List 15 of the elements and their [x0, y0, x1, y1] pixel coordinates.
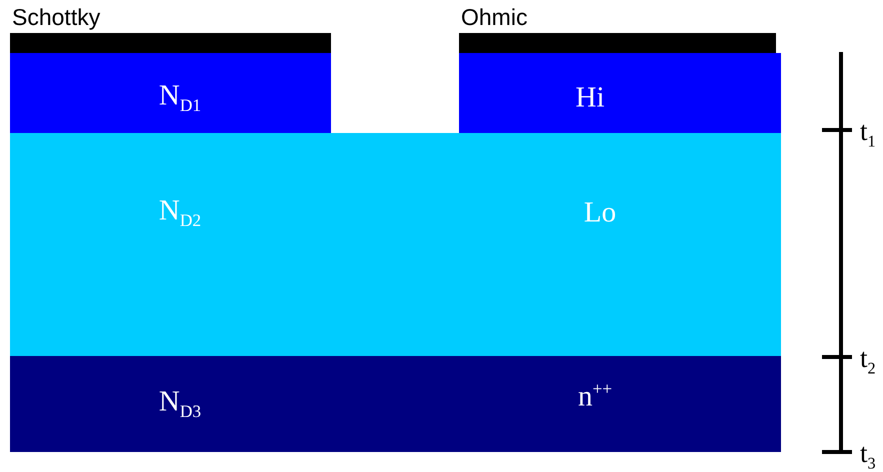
- semiconductor-layer: [10, 53, 331, 133]
- semiconductor-layer: [10, 133, 781, 356]
- contact-label: Schottky: [12, 6, 100, 29]
- layer-label: N$_{D1}$: [158, 81, 202, 115]
- layer-label: Hi: [576, 84, 604, 112]
- thickness-label: t$_{3}$: [860, 440, 876, 472]
- contact-label: Ohmic: [461, 6, 528, 29]
- semiconductor-layer: [10, 356, 781, 452]
- layer-label: N$_{D3}$: [158, 387, 202, 421]
- layer-label: Lo: [584, 198, 616, 228]
- thickness-label: t$_{2}$: [860, 345, 876, 377]
- layer-label: n$^{++}$: [578, 380, 612, 412]
- semiconductor-layer: [459, 53, 781, 133]
- layer-label: N$_{D2}$: [158, 196, 202, 230]
- thickness-label: t$_{1}$: [860, 118, 876, 150]
